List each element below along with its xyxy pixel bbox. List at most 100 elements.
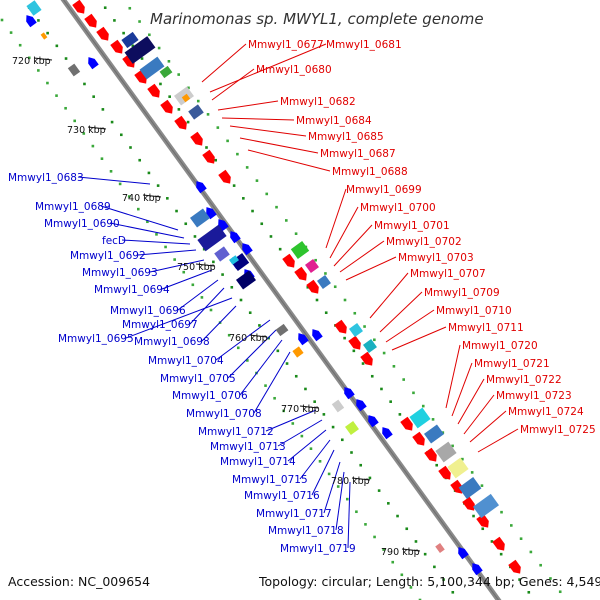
track-dot (193, 235, 197, 238)
gene-box (435, 543, 445, 553)
track-dot (101, 108, 105, 111)
track-dot (346, 497, 349, 501)
track-dot (128, 6, 132, 10)
track-dot (255, 179, 259, 182)
gene-label[interactable]: Mmwyl1_0692 (70, 250, 146, 262)
track-dot (373, 338, 376, 342)
gene-label[interactable]: Mmwyl1_0711 (448, 322, 524, 334)
gene-label[interactable]: Mmwyl1_0723 (496, 390, 572, 402)
gene-label[interactable]: Mmwyl1_0682 (280, 96, 356, 108)
gene-label[interactable]: Mmwyl1_0724 (508, 406, 584, 418)
gene-box (124, 36, 156, 64)
track-dot (314, 258, 317, 262)
track-dot (184, 222, 188, 226)
track-dot (147, 171, 151, 175)
gene-arrow (438, 465, 451, 480)
gene-label[interactable]: Mmwyl1_0693 (82, 267, 158, 279)
gene-label[interactable]: Mmwyl1_0707 (410, 268, 486, 280)
gene-label[interactable]: Mmwyl1_0709 (424, 287, 500, 299)
gene-arrow (190, 131, 203, 146)
gene-label[interactable]: Mmwyl1_0700 (360, 202, 436, 214)
gene-label[interactable]: Mmwyl1_0719 (280, 543, 356, 555)
leader-line (477, 428, 519, 453)
gene-label[interactable]: Mmwyl1_0710 (436, 305, 512, 317)
gene-arrow (26, 15, 37, 28)
gene-label[interactable]: fecD (102, 235, 126, 247)
gene-label[interactable]: Mmwyl1_0721 (474, 358, 550, 370)
gene-label[interactable]: Mmwyl1_0705 (160, 373, 236, 385)
map-title: Marinomonas sp. MWYL1, complete genome (150, 10, 484, 28)
tick-label-770: 770 kbp (281, 404, 320, 415)
track-dot (157, 46, 161, 50)
gene-arrow-shape (196, 181, 207, 194)
gene-label[interactable]: Mmwyl1_0687 (320, 148, 396, 160)
gene-arrow (356, 399, 367, 412)
tick-mark (351, 477, 371, 481)
gene-label[interactable]: Mmwyl1_0684 (296, 115, 372, 127)
track-dot (258, 324, 261, 327)
gene-label[interactable]: Mmwyl1_0722 (486, 374, 562, 386)
gene-arrow-shape (218, 169, 231, 184)
leader-line (469, 410, 507, 443)
gene-arrow (312, 329, 323, 342)
gene-label[interactable]: Mmwyl1_0720 (462, 340, 538, 352)
track-dot (46, 31, 49, 35)
gene-label[interactable]: Mmwyl1_0712 (198, 426, 274, 438)
gene-label[interactable]: Mmwyl1_0689 (35, 201, 111, 213)
gene-label[interactable]: Mmwyl1_0704 (148, 355, 224, 367)
gene-label[interactable]: Mmwyl1_0703 (398, 252, 474, 264)
gene-label[interactable]: Mmwyl1_0718 (268, 525, 344, 537)
track-dot (470, 471, 474, 474)
track-dot (315, 298, 319, 302)
gene-label[interactable]: Mmwyl1_0685 (308, 131, 384, 143)
gene-label[interactable]: Mmwyl1_0715 (232, 474, 308, 486)
gene-label[interactable]: Mmwyl1_0725 (520, 424, 596, 436)
track-dot (423, 552, 427, 556)
track-dot (343, 336, 346, 340)
gene-label[interactable]: Mmwyl1_0701 (374, 220, 450, 232)
gene-label[interactable]: Mmwyl1_0677 (248, 39, 324, 51)
gene-label[interactable]: Mmwyl1_0696 (110, 305, 186, 317)
gene-arrow-shape (160, 99, 173, 114)
track-dot (73, 119, 76, 123)
gene-label[interactable]: Mmwyl1_0698 (134, 336, 210, 348)
gene-label[interactable]: Mmwyl1_0717 (256, 508, 332, 520)
gene-label[interactable]: Mmwyl1_0702 (386, 236, 462, 248)
gene-label[interactable]: Mmwyl1_0690 (44, 218, 120, 230)
gene-box (275, 323, 289, 337)
leader-line (451, 362, 473, 417)
track-dot (265, 192, 269, 196)
gene-label[interactable]: Mmwyl1_0680 (256, 64, 332, 76)
gene-box-shape (230, 253, 250, 271)
track-dot (322, 413, 326, 416)
track-dot (140, 57, 144, 60)
gene-box (139, 56, 165, 80)
gene-box (458, 477, 482, 499)
track-dot (109, 170, 113, 173)
gene-label[interactable]: Mmwyl1_0697 (122, 319, 198, 331)
track-dot (431, 418, 435, 421)
track-dot (433, 565, 436, 569)
track-dot (177, 108, 181, 111)
gene-arrow-shape (230, 231, 241, 244)
gene-label[interactable]: Mmwyl1_0699 (346, 184, 422, 196)
gene-label[interactable]: Mmwyl1_0688 (332, 166, 408, 178)
track-dot (275, 205, 278, 209)
gene-label[interactable]: Mmwyl1_0714 (220, 456, 296, 468)
gene-label[interactable]: Mmwyl1_0716 (244, 490, 320, 502)
gene-label[interactable]: Mmwyl1_0713 (210, 441, 286, 453)
track-dot (230, 285, 234, 289)
gene-label[interactable]: Mmwyl1_0708 (186, 408, 262, 420)
gene-label[interactable]: Mmwyl1_0694 (94, 284, 170, 296)
leader-line (299, 439, 331, 480)
gene-arrow (400, 416, 413, 431)
gene-label[interactable]: Mmwyl1_0683 (8, 172, 84, 184)
gene-arrow (462, 496, 475, 511)
track-dot (131, 44, 135, 48)
gene-label[interactable]: Mmwyl1_0706 (172, 390, 248, 402)
track-dot (110, 120, 114, 124)
gene-label[interactable]: Mmwyl1_0681 (326, 39, 402, 51)
leader-line (189, 287, 225, 325)
leader-line (229, 125, 307, 137)
gene-label[interactable]: Mmwyl1_0695 (58, 333, 134, 345)
